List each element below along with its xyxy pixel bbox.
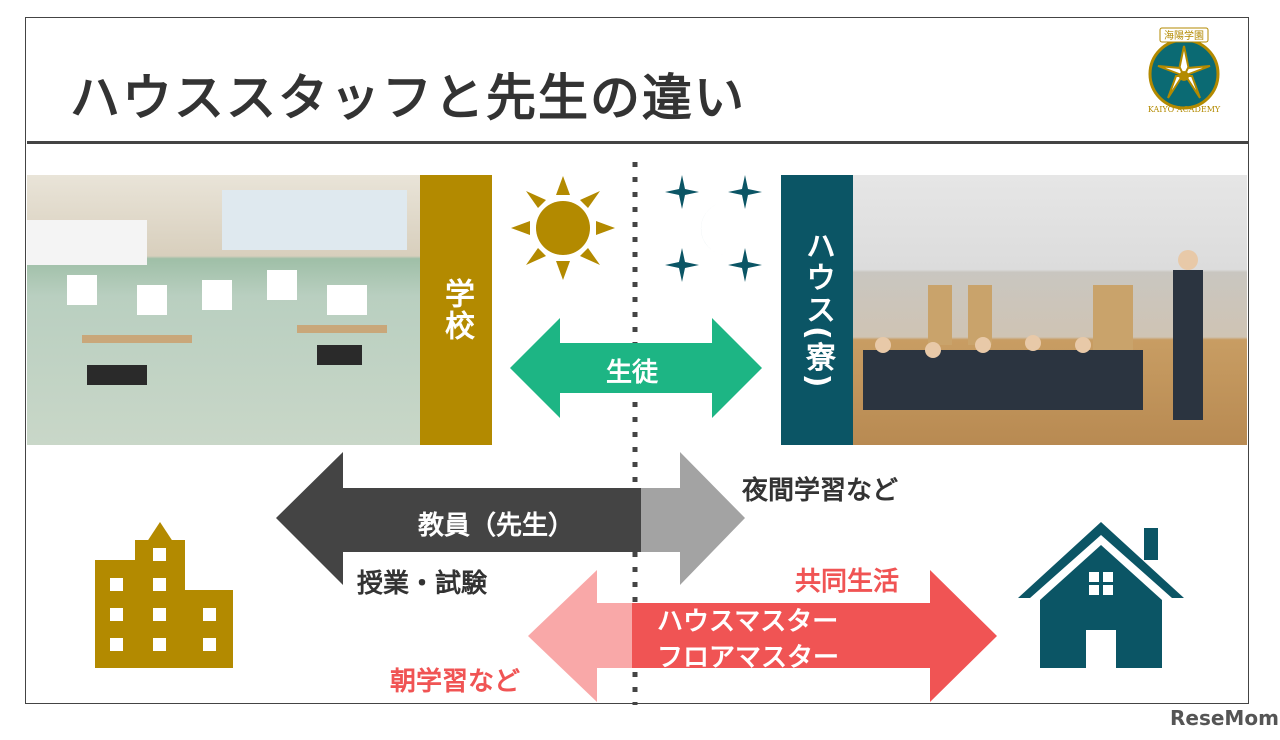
- house-dormitory-photo: [853, 175, 1247, 445]
- school-classroom-photo: [27, 175, 420, 445]
- house-master-label: ハウスマスター: [657, 607, 839, 637]
- house-staff-note-right: 共同生活: [795, 567, 900, 597]
- title-divider: [27, 141, 1249, 144]
- school-label-bar: 学校: [420, 175, 492, 445]
- floor-master-label: フロアマスター: [657, 643, 840, 673]
- kaiyo-academy-logo: 海陽学園 KAIYO ACADEMY: [1138, 24, 1230, 116]
- page-title: ハウススタッフと先生の違い: [70, 69, 746, 127]
- teacher-label: 教員（先生）: [418, 511, 575, 541]
- students-label: 生徒: [606, 358, 659, 388]
- teacher-day-note: 授業・試験: [357, 569, 488, 599]
- house-staff-note-left: 朝学習など: [390, 667, 521, 697]
- teacher-night-note: 夜間学習など: [742, 476, 899, 506]
- svg-text:海陽学園: 海陽学園: [1164, 29, 1204, 42]
- house-label-bar: ハウス(寮): [781, 175, 853, 445]
- svg-text:KAIYO ACADEMY: KAIYO ACADEMY: [1148, 105, 1221, 114]
- resemom-watermark: ReseMom: [1170, 706, 1279, 730]
